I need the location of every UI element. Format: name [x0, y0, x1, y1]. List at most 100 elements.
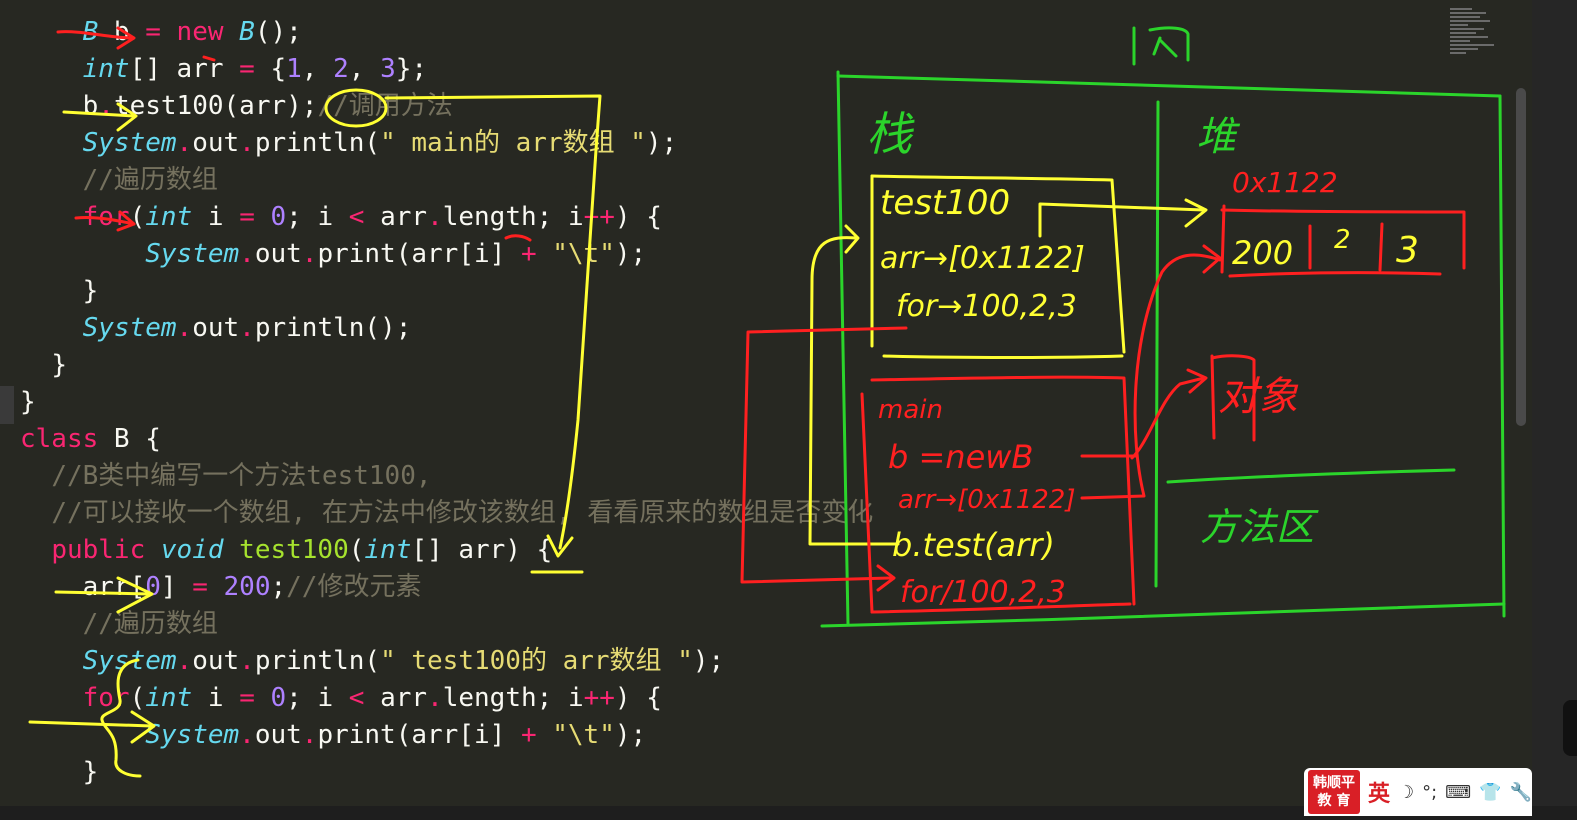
- code-token: );: [614, 720, 647, 750]
- code-token: .: [98, 91, 114, 121]
- code-token: "\t": [536, 239, 615, 269]
- code-line[interactable]: //可以接收一个数组, 在方法中修改该数组, 看看原来的数组是否变化: [20, 495, 873, 532]
- ime-logo[interactable]: 韩顺平 教 育: [1308, 770, 1360, 814]
- code-line[interactable]: B b = new B();: [20, 14, 873, 51]
- frame-test100-for: for→100,2,3: [896, 289, 1077, 324]
- code-token: .: [239, 239, 255, 269]
- code-line[interactable]: class B {: [20, 421, 873, 458]
- moon-icon[interactable]: ☽: [1397, 781, 1415, 803]
- code-token: //可以接收一个数组, 在方法中修改该数组, 看看原来的数组是否变化: [51, 498, 874, 528]
- code-token: }: [82, 276, 99, 306]
- code-line[interactable]: int[] arr = {1, 2, 3};: [20, 51, 873, 88]
- frame-main-title: main: [878, 395, 943, 425]
- code-token: arr[: [82, 572, 146, 602]
- code-token: .: [427, 683, 443, 713]
- code-token: length; i: [442, 683, 584, 713]
- code-line[interactable]: arr[0] = 200;//修改元素: [20, 569, 873, 606]
- code-token: " test100的 arr数组 ": [380, 646, 693, 676]
- code-token: System: [82, 646, 177, 676]
- code-line[interactable]: for(int i = 0; i < arr.length; i++) {: [20, 199, 873, 236]
- frame-main-for: for/100,2,3: [900, 575, 1066, 610]
- code-token: =: [239, 683, 255, 713]
- code-token: (: [129, 202, 146, 232]
- code-line[interactable]: System.out.print(arr[i] + "\t");: [20, 717, 873, 754]
- code-token: 200: [207, 572, 271, 602]
- code-line[interactable]: System.out.print(arr[i] + "\t");: [20, 236, 873, 273]
- code-token: .: [301, 720, 318, 750]
- code-token: System: [145, 720, 240, 750]
- code-token: );: [645, 128, 678, 158]
- code-token: [] arr: [129, 54, 240, 84]
- code-token: .: [239, 720, 255, 750]
- code-line[interactable]: }: [20, 384, 873, 421]
- code-token: B: [223, 17, 255, 47]
- code-token: class: [20, 424, 99, 454]
- code-token: ; i: [286, 202, 349, 232]
- code-token: 0: [145, 572, 161, 602]
- code-token: int: [364, 535, 412, 565]
- code-token: for: [82, 683, 130, 713]
- code-token: arr: [364, 202, 428, 232]
- code-token: );: [692, 646, 725, 676]
- code-token: .: [176, 646, 193, 676]
- code-token: 2: [333, 54, 349, 84]
- code-token: .: [427, 202, 443, 232]
- code-token: new: [160, 17, 224, 47]
- code-token: public: [51, 535, 146, 565]
- frame-main-call: b.test(arr): [892, 526, 1055, 564]
- code-token: ) {: [614, 202, 662, 232]
- code-line[interactable]: System.out.println();: [20, 310, 873, 347]
- code-token: print(arr[i]: [317, 720, 521, 750]
- code-token: B: [82, 17, 99, 47]
- code-line[interactable]: }: [20, 347, 873, 384]
- ime-language-toggle[interactable]: 英: [1367, 782, 1390, 807]
- code-line[interactable]: }: [20, 754, 873, 791]
- vertical-scrollbar[interactable]: [1516, 88, 1526, 426]
- code-line[interactable]: }: [20, 273, 873, 310]
- ime-toolbar[interactable]: 韩顺平 教 育 英 ☽ °; ⌨ 👕 🔧: [1304, 768, 1532, 816]
- code-token: System: [82, 128, 177, 158]
- minimap[interactable]: [1450, 8, 1496, 56]
- code-line[interactable]: //B类中编写一个方法test100,: [20, 458, 873, 495]
- code-token: //B类中编写一个方法test100,: [51, 461, 432, 491]
- code-token: .: [301, 239, 318, 269]
- code-token: 0: [254, 683, 287, 713]
- heap-object-label: 对象: [1218, 374, 1299, 420]
- code-token: "\t": [536, 720, 615, 750]
- code-token: //遍历数组: [82, 165, 218, 195]
- code-line[interactable]: b.test100(arr);//调用方法: [20, 88, 873, 125]
- status-bar: [0, 806, 1577, 820]
- code-token: 0: [254, 202, 287, 232]
- punctuation-icon[interactable]: °;: [1422, 781, 1438, 803]
- code-token: ,: [348, 54, 381, 84]
- code-line[interactable]: for(int i = 0; i < arr.length; i++) {: [20, 680, 873, 717]
- code-token: ) {: [614, 683, 662, 713]
- floating-edge-widget[interactable]: [1563, 700, 1577, 756]
- memory-label-text: 内: [1132, 20, 1192, 66]
- code-token: void: [145, 535, 224, 565]
- code-line[interactable]: public void test100(int[] arr) {: [20, 532, 873, 569]
- heap-label: 堆: [1196, 114, 1241, 160]
- code-token: ;: [270, 572, 287, 602]
- code-line[interactable]: System.out.println(" main的 arr数组 ");: [20, 125, 873, 162]
- stack-label: 栈: [866, 107, 915, 161]
- code-token: ]: [160, 572, 193, 602]
- keyboard-icon[interactable]: ⌨: [1445, 781, 1472, 803]
- heap-cell-0: 200: [1232, 234, 1293, 272]
- code-line[interactable]: System.out.println(" test100的 arr数组 ");: [20, 643, 873, 680]
- code-token: out: [254, 720, 302, 750]
- skin-icon[interactable]: 👕: [1479, 781, 1502, 803]
- code-token: ();: [254, 17, 302, 47]
- wrench-icon[interactable]: 🔧: [1509, 781, 1532, 803]
- code-token: +: [520, 239, 537, 269]
- code-line[interactable]: //遍历数组: [20, 162, 873, 199]
- code-token: .: [176, 128, 193, 158]
- heap-array: [1210, 204, 1466, 442]
- code-token: }: [51, 350, 67, 380]
- code-line[interactable]: //遍历数组: [20, 606, 873, 643]
- gutter-marker: [0, 386, 14, 424]
- code-token: .: [239, 646, 255, 676]
- code-editor[interactable]: B b = new B(); int[] arr = {1, 2, 3}; b.…: [0, 0, 1532, 806]
- code-area[interactable]: B b = new B(); int[] arr = {1, 2, 3}; b.…: [20, 14, 873, 791]
- code-token: int: [145, 202, 193, 232]
